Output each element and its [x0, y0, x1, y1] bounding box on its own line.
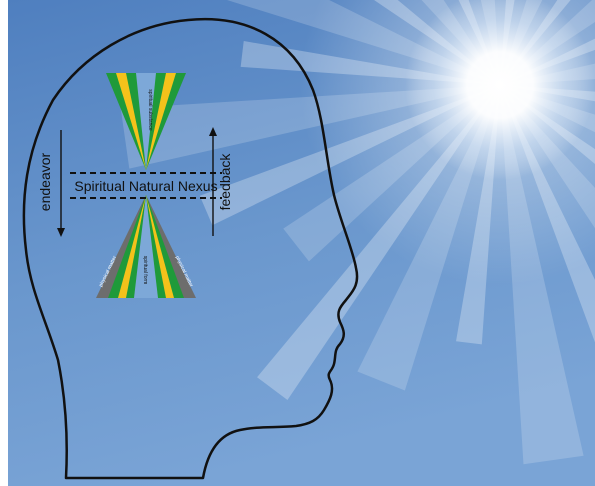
head-outline — [24, 19, 357, 478]
upper-cone — [106, 73, 186, 170]
feedback-label: feedback — [217, 153, 233, 211]
nexus-label: Spiritual Natural Nexus — [74, 178, 217, 194]
nexus-diagram: Spiritual Natural Nexus endeavor feedbac… — [8, 0, 595, 486]
spiritual-substance-label: spiritual substance — [147, 89, 153, 131]
spiritual-form-label: spiritual form — [142, 256, 148, 285]
endeavor-arrow — [57, 130, 65, 237]
illustration-scene: Spiritual Natural Nexus endeavor feedbac… — [8, 0, 595, 486]
endeavor-label: endeavor — [37, 152, 53, 211]
